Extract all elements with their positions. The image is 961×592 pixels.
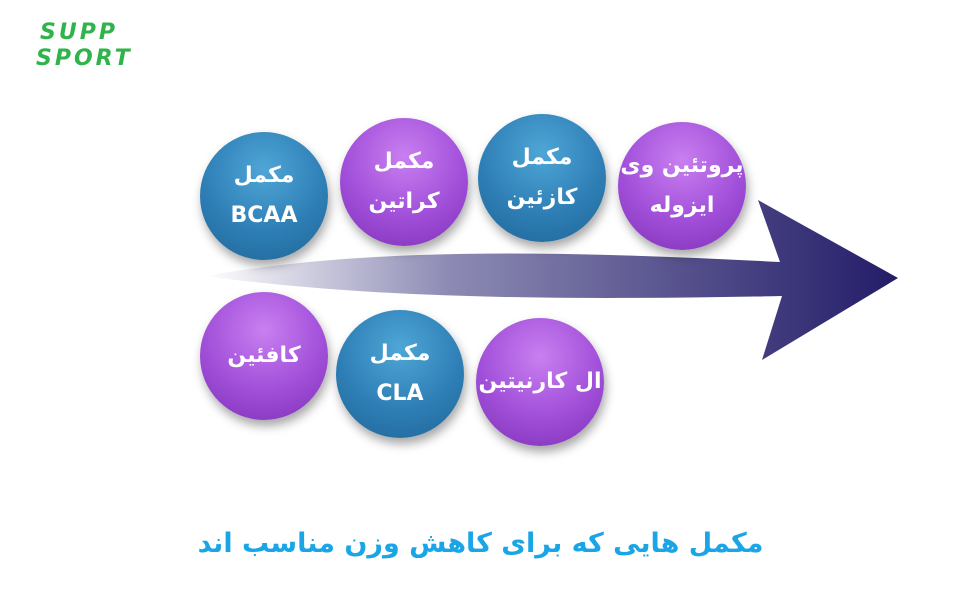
circle-whey-isolate: پروتئین وی ایزوله	[618, 122, 746, 250]
logo-line1: SUPP	[40, 20, 118, 45]
casein-line2: کازئین	[506, 185, 578, 210]
creatine-line1: مکمل	[373, 149, 435, 174]
circle-bcaa: مکمل BCAA	[200, 132, 328, 260]
bcaa-line2: BCAA	[230, 203, 298, 228]
circle-creatine: مکمل کراتین	[340, 118, 468, 246]
creatine-line2: کراتین	[368, 189, 440, 214]
carnitine-line1: ال کارنیتین	[478, 369, 602, 394]
circle-caffeine: کافئین	[200, 292, 328, 420]
supp-sport-logo: SUPP SPORT	[36, 20, 146, 76]
arrow-shape	[205, 200, 898, 360]
page-title: مکمل هایی که برای کاهش وزن مناسب اند	[197, 528, 764, 559]
circle-cla: مکمل CLA	[336, 310, 464, 438]
caffeine-line1: کافئین	[227, 343, 301, 368]
cla-line2: CLA	[376, 381, 424, 406]
logo-line2: SPORT	[36, 46, 133, 71]
circle-casein: مکمل کازئین	[478, 114, 606, 242]
cla-line1: مکمل	[369, 341, 431, 366]
circle-carnitine: ال کارنیتین	[476, 318, 604, 446]
bcaa-line1: مکمل	[233, 163, 295, 188]
whey-line2: ایزوله	[649, 193, 715, 218]
whey-line1: پروتئین وی	[620, 153, 744, 178]
casein-line1: مکمل	[511, 145, 573, 170]
